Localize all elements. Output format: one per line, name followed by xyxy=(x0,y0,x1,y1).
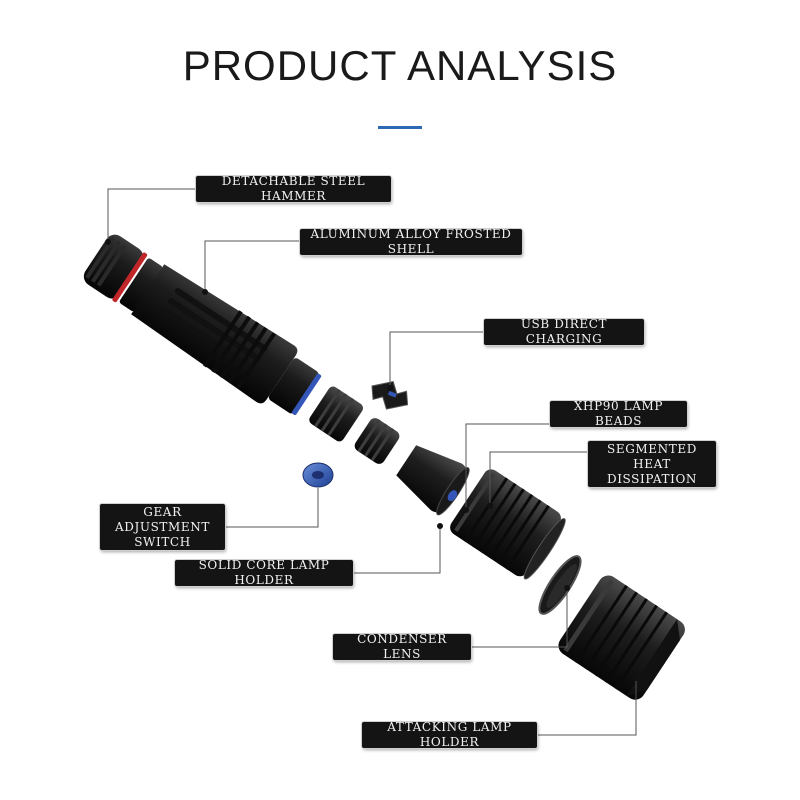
label-detachable-steel-hammer: DETACHABLE STEEL HAMMER xyxy=(196,174,391,203)
page-title: PRODUCT ANALYSIS xyxy=(182,42,618,89)
gear-switch-part xyxy=(302,462,334,488)
label-segmented-heat-dissipation: SEGMENTED HEAT DISSIPATION xyxy=(588,441,716,487)
label-aluminum-frosted-shell: ALUMINUM ALLOY FROSTED SHELL xyxy=(300,227,522,256)
leader-steel-hammer xyxy=(107,188,196,240)
label-condenser-lens: CONDENSER LENS xyxy=(333,632,471,661)
heat-dissipation-sleeve xyxy=(450,469,566,580)
leader-frosted-shell xyxy=(204,240,300,290)
label-xhp90-lamp-beads: XHP90 LAMP BEADS xyxy=(550,399,687,428)
usb-port-part xyxy=(371,381,409,410)
label-usb-direct-charging: USB DIRECT CHARGING xyxy=(484,317,644,346)
leader-gear-switch xyxy=(221,488,319,528)
label-gear-adjustment-switch: GEAR ADJUSTMENT SWITCH xyxy=(100,504,225,550)
attacking-lamp-holder-head xyxy=(558,575,685,700)
leader-usb-charging xyxy=(389,331,484,386)
title-accent-bar xyxy=(378,126,422,129)
label-attacking-lamp-holder: ATTACKING LAMP HOLDER xyxy=(362,720,537,749)
leader-lamp-beads xyxy=(465,423,550,508)
flashlight-main-body xyxy=(83,234,470,516)
leader-heat-dissipation xyxy=(489,451,588,504)
leader-attacking-holder xyxy=(533,680,637,736)
leader-solid-core xyxy=(349,528,441,574)
label-solid-core-lamp-holder: SOLID CORE LAMP HOLDER xyxy=(175,558,353,587)
leader-condenser-lens xyxy=(472,590,568,648)
